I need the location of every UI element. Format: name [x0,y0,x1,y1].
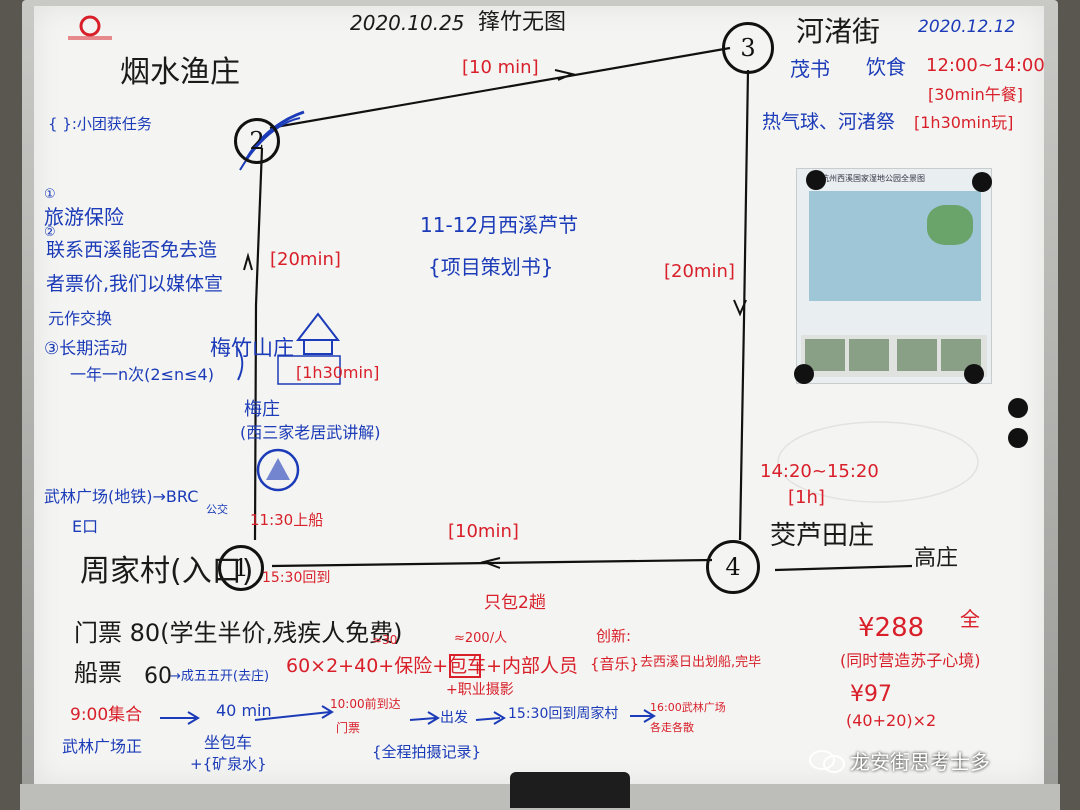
photo-note: {全程拍摄记录} [372,743,482,761]
magnet [964,364,984,384]
magnet [794,364,814,384]
poster-map [809,191,981,301]
formula-top-1: ≈30 [372,633,398,647]
end-label: 16:00武林广场 [650,701,726,714]
task-legend: { }:小团获任务 [48,115,152,133]
center-subtitle: {项目策划书} [428,255,554,279]
innovation-detail: 去西溪日出划船,完毕 [640,655,762,670]
return-label: 15:30回到周家村 [508,706,619,722]
duration-stop-2: [1h30min] [296,363,380,382]
boat-time: 11:30上船 [250,511,324,529]
cost-formula-sub: +职业摄影 [446,682,514,698]
duration-leg-2-3: [10 min] [462,57,539,78]
stop-label-3: 河渚街 [796,15,881,48]
return-time: 15:30回到 [262,570,331,586]
stop3-note-a: 茂书 [790,57,830,81]
stop-node-3: 3 [722,22,774,74]
poster-title: 杭州西溪国家湿地公园全景图 [821,174,925,183]
ticket-price: 门票 80(学生半价,残疾人免费) [74,619,403,647]
stop-node-4: 4 [706,540,760,594]
note-1: 旅游保险 [44,205,124,229]
tray-clip [510,772,630,808]
stop-node-1: 1 [218,545,264,591]
stop-label-1: 周家村(入口) [80,554,254,589]
meet-point-exit: E口 [72,517,99,536]
cost-formula: 60×2+40+保险+包车+内部人员 [286,655,579,677]
stop4-exit: 高庄 [914,546,959,571]
water-note: +{矿泉水} [190,755,267,773]
magnet [1008,398,1028,418]
note-2a: 联系西溪能否免去造 [46,239,218,261]
stop-label-2: 烟水渔庄 [120,55,240,90]
note-3b: 一年一n次(2≤n≤4) [70,365,214,384]
pavilion-icon [295,312,341,355]
header-right-date: 2020.12.12 [918,17,1016,37]
wechat-icon [808,748,846,774]
stop4-time: 14:20~15:20 [760,461,879,482]
poster-photo [805,339,845,371]
wulin-square: 武林广场正 [62,737,143,756]
boat-ticket-note: →成五五开(去庄) [170,669,270,684]
travel-duration: 40 min [216,701,272,720]
center-title: 11-12月西溪芦节 [420,213,579,237]
magnet [806,170,826,190]
poster-photo [849,339,889,371]
stop3-note-time: 12:00~14:00 [926,55,1045,76]
stop-label-4: 茭芦田庄 [770,521,875,551]
header-date: 2020.10.25 [350,11,465,35]
price-half-note: (40+20)×2 [846,711,937,730]
tree-icon [256,448,300,492]
watermark-text: 龙安街思考士多 [850,750,990,774]
depart-label: 出发 [440,710,468,726]
price-full-tag: 全 [960,607,980,631]
gate-note: 门票 [336,721,361,735]
note-2-num: ② [44,225,56,240]
formula-top-2: ≈200/人 [454,631,508,646]
price-half: ¥97 [850,682,892,707]
stop3-note-lunch: [30min午餐] [928,85,1024,104]
brand-logo [62,14,118,44]
assembly-time: 9:00集合 [70,705,143,725]
note-3: ③长期活动 [44,339,128,359]
stop-node-2: 2 [234,118,280,164]
boat-ticket-price: 60 [144,664,172,689]
duration-leg-4-1: [10min] [448,521,519,542]
mei-zhuang: 梅庄 [244,399,280,420]
poster-photos [801,335,987,377]
stop3-note-b: 饮食 [866,55,906,79]
magnet [972,172,992,192]
stop3-note-play: [1h30min玩] [914,113,1014,132]
meizhu-villa: 梅竹山庄 [210,336,294,360]
poster-photo [897,339,937,371]
stop3-note-activities: 热气球、河渚祭 [762,111,896,133]
note-2b: 者票价,我们以媒体宣 [46,273,224,295]
formula-top-3: 只包2趟 [484,593,546,613]
duration-leg-3-4: [20min] [664,261,735,282]
innovation-label: 创新: [596,627,632,645]
boat-ticket-label: 船票 [74,659,122,687]
duration-stop-4: [1h] [788,487,825,508]
arrival-time: 10:00前到达 [330,697,401,711]
price-full: ¥288 [858,613,925,643]
duration-leg-1-2: [20min] [270,249,341,270]
park-map-poster: 杭州西溪国家湿地公园全景图 [796,168,992,384]
mei-zhuang-note: (西三家老居武讲解) [240,423,381,442]
bus-charter: 坐包车 [204,733,253,752]
poster-lake [927,205,973,245]
note-1-num: ① [44,187,56,202]
magnet [1008,428,1028,448]
price-full-note: (同时营造苏子心境) [840,651,981,670]
bus-note: 公交 [206,503,228,516]
whiteboard [34,6,1044,784]
note-2c: 元作交换 [48,309,113,328]
header-title: 箨竹无图 [478,10,567,35]
meet-point: 武林广场(地铁)→BRC [44,487,199,506]
end-label-b: 各走各散 [650,721,694,734]
innovation-item: {音乐} [590,655,640,673]
